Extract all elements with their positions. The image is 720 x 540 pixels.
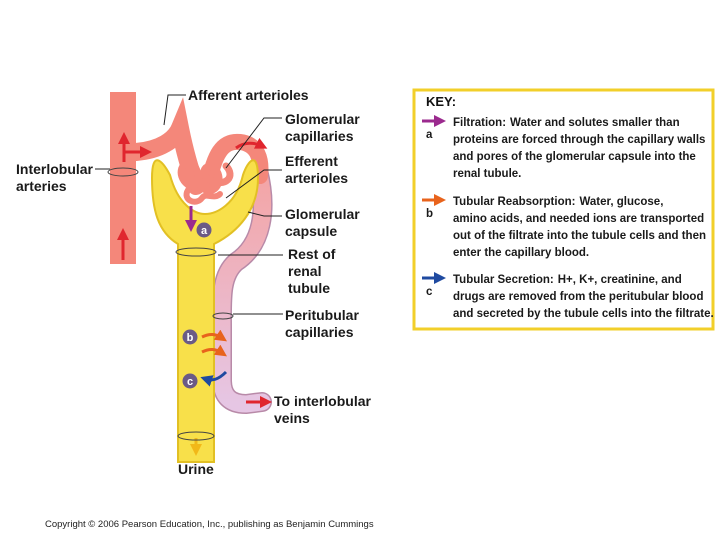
afferent-arteriole xyxy=(127,97,205,195)
marker-a-circle xyxy=(196,222,212,238)
label-glomerular-capsule: Glomerular capsule xyxy=(285,206,364,239)
cut-ring-artery xyxy=(107,167,139,177)
leader-glomerular-capillaries xyxy=(225,117,282,169)
cut-ring-vein xyxy=(212,312,234,320)
label-interlobular-veins: To interlobular veins xyxy=(274,393,375,426)
cut-ring-tubule-lower xyxy=(177,431,215,441)
key-letter-b: b xyxy=(426,208,433,220)
marker-c: c xyxy=(187,376,193,388)
peritubular-capillary-fill xyxy=(213,161,272,413)
key-secretion-text: Tubular Secretion:H+, K+, creatinine, an… xyxy=(453,274,714,320)
marker-b-circle xyxy=(182,329,198,345)
label-efferent-arterioles: Efferent arterioles xyxy=(285,153,348,186)
key-filtration-text: Filtration:Water and solutes smaller tha… xyxy=(453,117,709,180)
label-peritubular-capillaries: Peritubular capillaries xyxy=(285,307,363,340)
key-title: KEY: xyxy=(426,94,456,109)
label-rest-of-renal-tubule: Rest of renal tubule xyxy=(288,246,339,296)
leader-efferent xyxy=(225,169,282,199)
label-interlobular-arteries: Interlobular arteries xyxy=(16,161,97,194)
marker-b: b xyxy=(187,332,194,344)
reabsorption-arrow-1 xyxy=(201,329,227,342)
key-letter-a: a xyxy=(426,129,433,141)
glomerular-capillaries xyxy=(177,159,234,195)
reabsorption-arrow-2 xyxy=(201,344,227,357)
renal-tubule xyxy=(150,159,260,463)
label-afferent-arterioles: Afferent arterioles xyxy=(188,87,309,103)
copyright-notice: Copyright © 2006 Pearson Education, Inc.… xyxy=(45,519,374,530)
label-glomerular-capillaries: Glomerular capillaries xyxy=(285,111,364,144)
label-urine: Urine xyxy=(178,461,214,477)
key-reabsorption-text: Tubular Reabsorption:Water, glucose, ami… xyxy=(453,196,709,259)
key-panel xyxy=(412,88,715,331)
leader-glomerular-capsule xyxy=(247,211,282,217)
cut-ring-tubule xyxy=(175,247,217,257)
leader-afferent xyxy=(163,94,186,126)
marker-c-circle xyxy=(182,373,198,389)
red-arrow-efferent xyxy=(235,137,268,150)
secretion-arrow xyxy=(200,370,228,387)
marker-a: a xyxy=(201,225,208,237)
key-letter-c: c xyxy=(426,286,433,298)
glomerular-capillaries-inner xyxy=(183,187,223,205)
